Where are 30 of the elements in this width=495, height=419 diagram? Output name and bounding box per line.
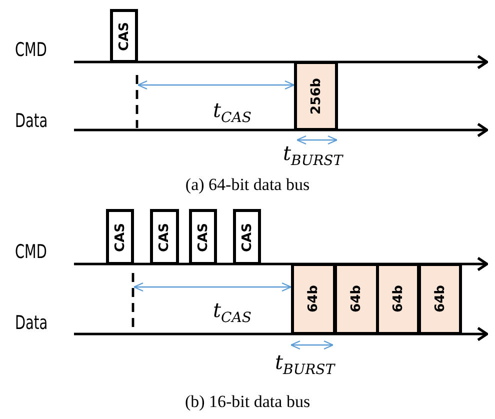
timing-label: t$_{CAS}$ (213, 100, 252, 125)
data-burst-box (418, 263, 462, 335)
command-box (150, 209, 179, 265)
timing-label: t$_{BURST}$ (275, 352, 335, 377)
data-burst-box (294, 61, 338, 131)
burst-size-text: 64b (434, 285, 446, 313)
signal-label: CMD (15, 243, 47, 262)
command-text: CAS (118, 22, 130, 50)
command-text: CAS (240, 222, 254, 252)
command-box (233, 209, 261, 265)
command-box (110, 9, 138, 63)
data-burst-box (291, 263, 336, 335)
burst-size-text: 64b (307, 285, 320, 313)
burst-size-text: 256b (310, 78, 322, 114)
figure-caption: (b) 16-bit data bus (184, 393, 310, 410)
command-text: CAS (196, 222, 210, 252)
timing-label: t$_{BURST}$ (283, 143, 343, 168)
command-box (106, 209, 134, 265)
command-text: CAS (158, 222, 171, 252)
data-burst-box (334, 263, 379, 335)
command-text: CAS (114, 222, 126, 252)
signal-label: Data (15, 112, 48, 131)
burst-size-text: 64b (392, 285, 404, 313)
burst-size-text: 64b (350, 285, 363, 313)
command-box (189, 209, 217, 265)
signal-label: CMD (15, 41, 47, 60)
data-burst-box (376, 263, 420, 335)
figure-caption: (a) 64-bit data bus (185, 176, 310, 193)
signal-label: Data (15, 314, 48, 333)
timing-label: t$_{CAS}$ (213, 300, 252, 325)
